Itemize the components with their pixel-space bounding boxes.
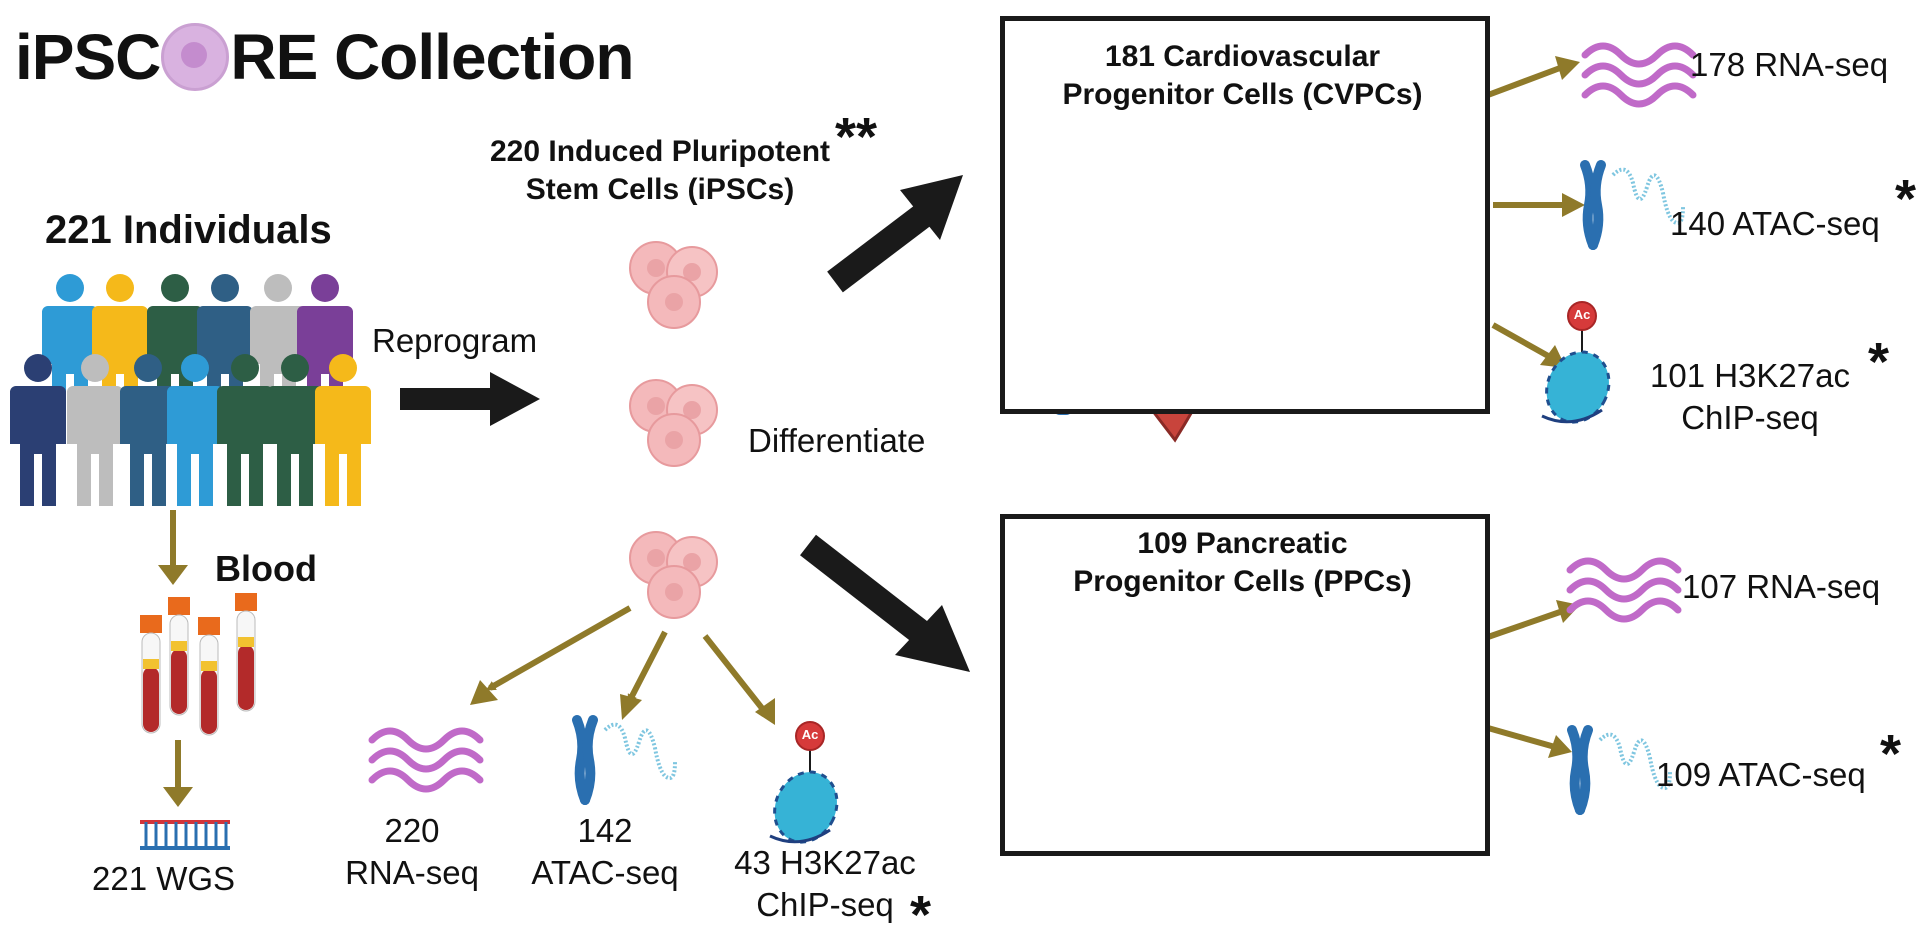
cvpc-atac-mark: * (1895, 169, 1917, 229)
cvpc-rna-label: 178 RNA-seq (1690, 46, 1889, 83)
blood-tube-icon (140, 593, 257, 736)
rna-wave-icon (372, 731, 480, 789)
ipsc-label: 220 Induced Pluripotent Stem Cells (iPSC… (470, 133, 850, 209)
ac-badge-ipsc: Ac (801, 727, 819, 742)
rna-wave-icon (1585, 46, 1693, 104)
ipsc-chip-label: 43 H3K27ac ChIP-seq (715, 842, 935, 926)
cvpc-atac-label: 140 ATAC-seq (1670, 205, 1880, 242)
chromosome-icon (1585, 165, 1683, 245)
ipsc-chip-assay: ChIP-seq (756, 886, 894, 923)
differentiate-arrow-down (800, 534, 970, 672)
cvpc-chip-mark: * (1868, 332, 1890, 392)
reprogram-label: Reprogram (372, 322, 538, 359)
cvpc-box (1000, 16, 1490, 414)
ipsc-rna-assay: RNA-seq (345, 854, 479, 891)
ppc-atac-label: 109 ATAC-seq (1656, 756, 1866, 793)
ipsc-atac-count: 142 (577, 812, 633, 849)
cvpc-title: 181 Cardiovascular Progenitor Cells (CVP… (1005, 38, 1480, 114)
ipsc-mark: ** (835, 107, 878, 167)
ppc-title-line1: 109 Pancreatic (1137, 527, 1348, 560)
wgs-label: 221 WGS (92, 860, 236, 897)
stem-cell-icon (629, 241, 718, 619)
dna-icon (140, 820, 230, 850)
blood-label: Blood (215, 548, 317, 589)
ipsc-rna-label: 220 RNA-seq (322, 810, 502, 894)
ipsc-chip-mark: * (910, 885, 932, 945)
ppc-rna-label: 107 RNA-seq (1682, 568, 1881, 605)
ppc-box (1000, 514, 1490, 856)
page-title: iPSC RE Collection (15, 20, 634, 94)
chromosome-icon (577, 720, 675, 800)
differentiate-label: Differentiate (748, 422, 926, 459)
ipsc-chip-count: 43 H3K27ac (734, 844, 916, 881)
reprogram-arrow (400, 372, 540, 426)
ipsc-atac-assay: ATAC-seq (531, 854, 679, 891)
cvpc-title-line1: 181 Cardiovascular (1104, 40, 1381, 73)
ac-badge-cvpc: Ac (1573, 307, 1591, 322)
cvpc-chip-assay: ChIP-seq (1681, 399, 1819, 436)
ipsc-label-line1: 220 Induced Pluripotent (489, 135, 831, 168)
title-prefix: iPSC (15, 21, 161, 93)
cvpc-title-line2: Progenitor Cells (CVPCs) (1062, 78, 1423, 111)
ppc-title-line2: Progenitor Cells (PPCs) (1073, 565, 1412, 598)
ppc-title: 109 Pancreatic Progenitor Cells (PPCs) (1005, 525, 1480, 601)
individuals-label: 221 Individuals (45, 208, 332, 252)
rna-wave-icon (1570, 561, 1678, 619)
ppc-atac-mark: * (1880, 724, 1902, 784)
ipsc-rna-count: 220 (384, 812, 440, 849)
ipsc-label-line2: Stem Cells (iPSCs) (525, 173, 795, 206)
cvpc-chip-label: 101 H3K27ac ChIP-seq (1630, 355, 1870, 439)
cvpc-chip-count: 101 H3K27ac (1650, 357, 1850, 394)
stem-cell-logo-icon (161, 23, 230, 91)
ipsc-atac-label: 142 ATAC-seq (515, 810, 695, 894)
title-suffix: RE Collection (230, 21, 634, 93)
differentiate-arrow-up (827, 175, 963, 293)
individuals-illustration (10, 274, 371, 506)
